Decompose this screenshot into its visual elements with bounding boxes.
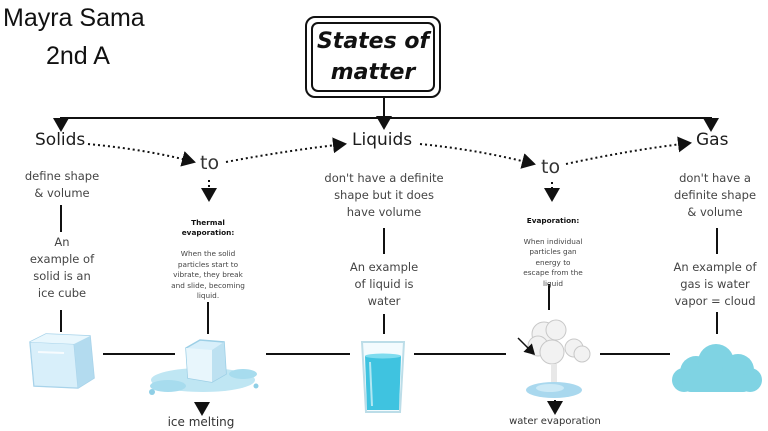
melting-description: When the solid particles start to vibrat… (171, 249, 245, 300)
melting-ice-image (149, 339, 259, 395)
to-connector-melting: to (200, 152, 220, 174)
title-box: States of matter (305, 16, 441, 98)
ice-cube-image (29, 333, 95, 389)
gas-example: An example of gas is water vapor = cloud (673, 260, 757, 308)
liquids-definition: don't have a definite shape but it does … (324, 171, 444, 219)
evaporation-description: When individual particles gan energy to … (523, 236, 583, 288)
liquids-example: An example of liquid is water (349, 260, 419, 308)
caption-ice-melting: ice melting (167, 415, 235, 429)
melting-description-block: Thermal evaporation: When the solid part… (162, 207, 254, 302)
cloud-image (672, 344, 762, 392)
evaporation-term: Evaporation: (526, 215, 580, 225)
evaporation-description-block: Evaporation: When individual particles g… (506, 205, 600, 289)
water-glass-image (360, 341, 406, 413)
heading-solids: Solids (35, 130, 86, 150)
to-connector-evaporation: to (541, 156, 561, 178)
diagram-title: States of matter (316, 29, 430, 85)
evaporation-image (517, 319, 591, 398)
solids-example: An example of solid is an ice cube (29, 235, 95, 300)
caption-water-evaporation: water evaporation (509, 416, 601, 427)
solids-definition: define shape & volume (24, 169, 100, 200)
author-class: 2nd A (46, 42, 110, 70)
melting-term: Thermal evaporation: (181, 217, 235, 238)
heading-liquids: Liquids (352, 130, 413, 150)
heading-gas: Gas (696, 130, 729, 150)
gas-definition: don't have a definite shape & volume (673, 171, 757, 219)
author-name: Mayra Sama (3, 4, 145, 32)
